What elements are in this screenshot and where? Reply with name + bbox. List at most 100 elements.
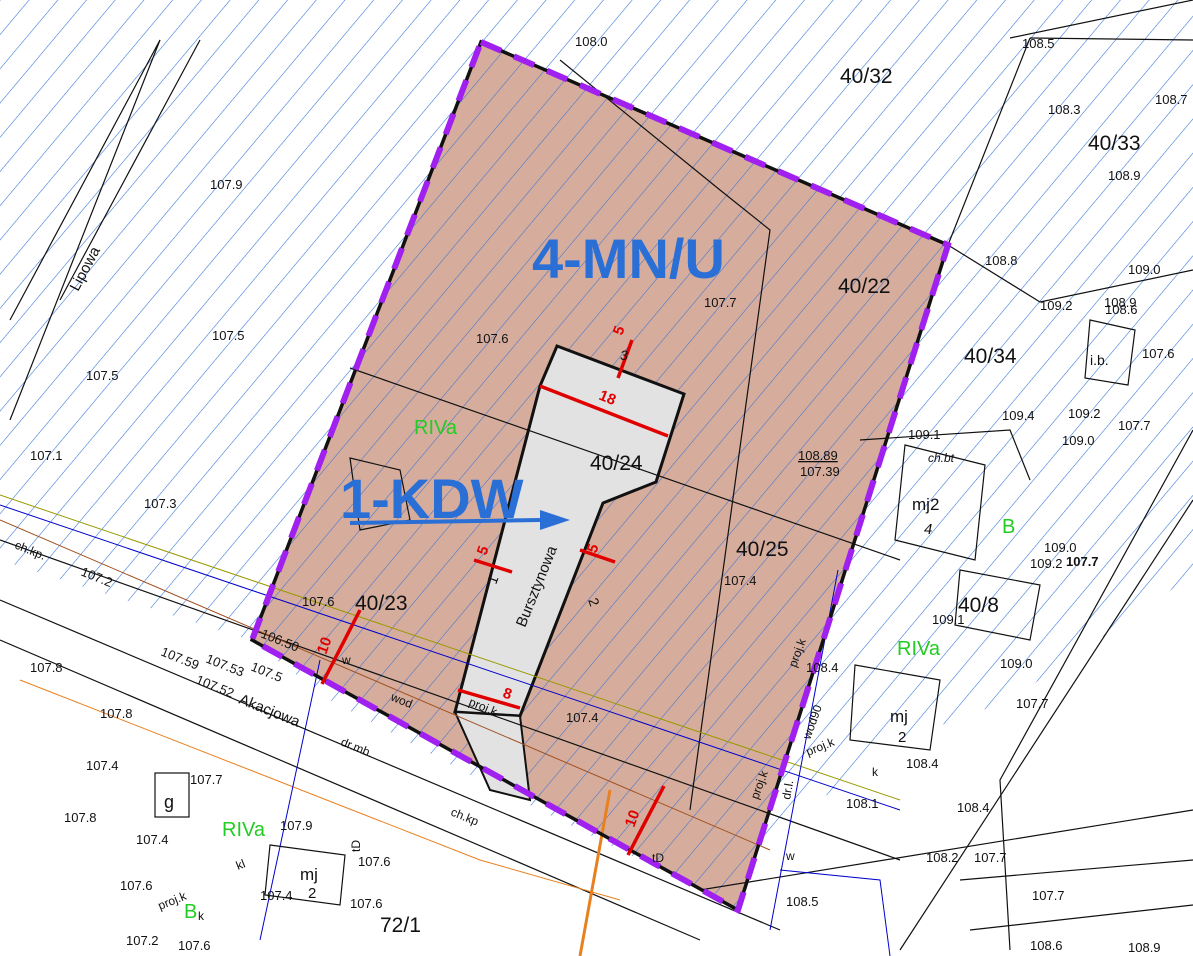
svg-text:w: w [785, 849, 795, 863]
svg-text:w: w [341, 653, 351, 667]
building-mj-b: mj [890, 707, 908, 726]
svg-text:107.6: 107.6 [1142, 346, 1175, 361]
parcel-40-22: 40/22 [838, 275, 891, 298]
svg-text:108.3: 108.3 [1048, 102, 1081, 117]
svg-text:108.5: 108.5 [786, 894, 819, 909]
svg-text:107.7: 107.7 [190, 772, 223, 787]
landuse-b-1: B [1002, 516, 1015, 538]
building-mj2: mj2 [912, 495, 939, 514]
zone-label-main: 4-MN/U [532, 227, 725, 290]
svg-text:107.7: 107.7 [1032, 888, 1065, 903]
svg-text:107.8: 107.8 [30, 660, 63, 675]
svg-text:3: 3 [620, 347, 628, 363]
svg-text:107.2: 107.2 [126, 933, 159, 948]
landuse-riva-2: RIVa [897, 638, 941, 660]
svg-text:108.7: 108.7 [1155, 92, 1188, 107]
svg-text:107.7: 107.7 [1066, 554, 1099, 569]
dimension-18: 18 [597, 387, 619, 409]
svg-text:dr.mb.: dr.mb. [339, 735, 375, 760]
parcel-40-32: 40/32 [840, 65, 893, 88]
dimension-10-right: 10 [622, 808, 644, 829]
svg-text:109.0: 109.0 [1128, 262, 1161, 277]
svg-text:108.8: 108.8 [985, 253, 1018, 268]
svg-text:107.1: 107.1 [30, 448, 63, 463]
svg-text:108.6: 108.6 [1105, 302, 1138, 317]
svg-text:108.2: 108.2 [926, 850, 959, 865]
svg-text:107.39: 107.39 [800, 464, 840, 479]
svg-text:107.7: 107.7 [974, 850, 1007, 865]
svg-text:tD: tD [652, 851, 664, 865]
svg-text:109.1: 109.1 [932, 612, 965, 627]
svg-text:109.4: 109.4 [1002, 408, 1035, 423]
svg-text:dr.l.: dr.l. [779, 779, 796, 800]
svg-text:108.4: 108.4 [957, 800, 990, 815]
svg-text:107.4: 107.4 [86, 758, 119, 773]
svg-text:109.0: 109.0 [1062, 433, 1095, 448]
svg-text:107.4: 107.4 [260, 888, 293, 903]
street-akacjowa: Akacjowa [237, 691, 304, 731]
svg-text:k: k [198, 909, 205, 923]
svg-text:107.4: 107.4 [136, 832, 169, 847]
svg-text:107.59: 107.59 [159, 644, 201, 673]
svg-text:109.0: 109.0 [1000, 656, 1033, 671]
svg-text:108.89: 108.89 [798, 448, 838, 463]
svg-text:109.2: 109.2 [1030, 556, 1063, 571]
svg-text:108.0: 108.0 [575, 34, 608, 49]
parcel-40-33: 40/33 [1088, 132, 1141, 155]
svg-text:ch.bt: ch.bt [928, 451, 955, 465]
svg-text:107.5: 107.5 [212, 328, 245, 343]
svg-text:107.7: 107.7 [1016, 696, 1049, 711]
dimension-10-left: 10 [314, 635, 336, 656]
svg-text:107.5: 107.5 [86, 368, 119, 383]
landuse-riva-1: RIVa [414, 417, 458, 439]
zone-border [248, 37, 952, 915]
svg-text:108.6: 108.6 [1030, 938, 1063, 953]
svg-text:108.9: 108.9 [1108, 168, 1141, 183]
svg-text:108.9: 108.9 [1104, 295, 1137, 310]
svg-text:109.0: 109.0 [1044, 540, 1077, 555]
building-mj2-num: 4 [924, 521, 932, 538]
building-mj-b-num: 2 [898, 729, 906, 746]
parcel-40-24: 40/24 [590, 452, 643, 475]
svg-text:107.6: 107.6 [120, 878, 153, 893]
building-mj-c: mj [300, 865, 318, 884]
parcel-40-8: 40/8 [958, 594, 999, 617]
svg-text:109.2: 109.2 [1068, 406, 1101, 421]
landuse-riva-3: RIVa [222, 819, 266, 841]
zone-label-road: 1-KDW [340, 467, 524, 530]
svg-text:107.3: 107.3 [144, 496, 177, 511]
svg-text:107.6: 107.6 [476, 331, 509, 346]
svg-text:107.4: 107.4 [724, 573, 757, 588]
svg-text:ch.kp: ch.kp [449, 805, 481, 829]
building-ib: i.b. [1090, 352, 1109, 368]
svg-text:kl: kl [234, 857, 247, 873]
svg-text:107.4: 107.4 [566, 710, 599, 725]
svg-text:109.2: 109.2 [1040, 298, 1073, 313]
parcel-40-34: 40/34 [964, 345, 1017, 368]
parcel-40-23: 40/23 [355, 592, 408, 615]
svg-text:107.52: 107.52 [194, 672, 236, 701]
svg-text:108.9: 108.9 [1128, 940, 1161, 955]
svg-text:107.6: 107.6 [350, 896, 383, 911]
building-mj-c-num: 2 [308, 885, 316, 902]
building-outlines [154, 319, 1136, 906]
svg-text:107.8: 107.8 [100, 706, 133, 721]
svg-text:107.6: 107.6 [302, 594, 335, 609]
svg-text:107.5: 107.5 [249, 659, 285, 685]
svg-text:108.4: 108.4 [906, 756, 939, 771]
svg-text:107.6: 107.6 [358, 854, 391, 869]
landuse-b-2: B [184, 901, 197, 923]
svg-text:107.7: 107.7 [704, 295, 737, 310]
parcel-72-1: 72/1 [380, 914, 421, 937]
svg-text:108.5: 108.5 [1022, 36, 1055, 51]
svg-text:107.7: 107.7 [1118, 418, 1151, 433]
parcel-40-25: 40/25 [736, 538, 789, 561]
svg-text:107.6: 107.6 [178, 938, 211, 953]
svg-text:109.1: 109.1 [908, 427, 941, 442]
dimension-lines [320, 339, 669, 856]
svg-text:k: k [872, 765, 879, 779]
svg-text:107.9: 107.9 [280, 818, 313, 833]
